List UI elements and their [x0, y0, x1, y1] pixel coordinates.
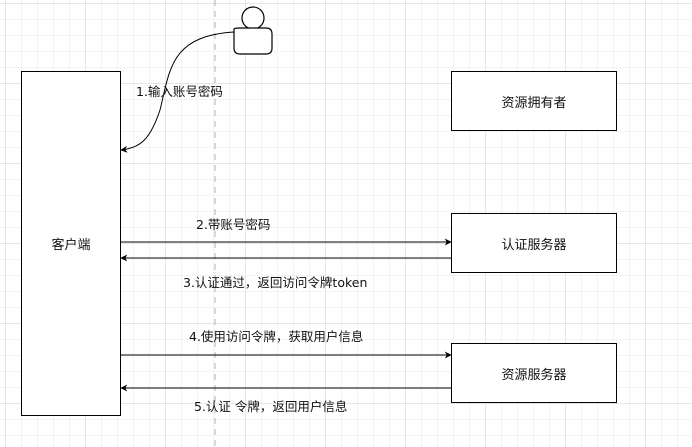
resource-owner-label: 资源拥有者	[501, 95, 567, 111]
auth-server-node[interactable]: 认证服务器	[451, 213, 617, 273]
step2-label: 2.带账号密码	[196, 217, 271, 232]
resource-server-node[interactable]: 资源服务器	[451, 343, 617, 403]
auth-server-label: 认证服务器	[501, 237, 567, 253]
client-node[interactable]: 客户端	[21, 71, 121, 416]
user-icon[interactable]	[233, 6, 273, 55]
step5-label: 5.认证 令牌，返回用户信息	[194, 399, 348, 414]
arrow-step1[interactable]	[120, 31, 235, 153]
step1-label: 1.输入账号密码	[136, 84, 223, 99]
step4-label: 4.使用访问令牌，获取用户信息	[189, 329, 364, 344]
step3-label: 3.认证通过，返回访问令牌token	[183, 275, 368, 290]
resource-owner-node[interactable]: 资源拥有者	[451, 71, 617, 131]
client-label: 客户端	[51, 238, 91, 253]
resource-server-label: 资源服务器	[501, 367, 567, 383]
